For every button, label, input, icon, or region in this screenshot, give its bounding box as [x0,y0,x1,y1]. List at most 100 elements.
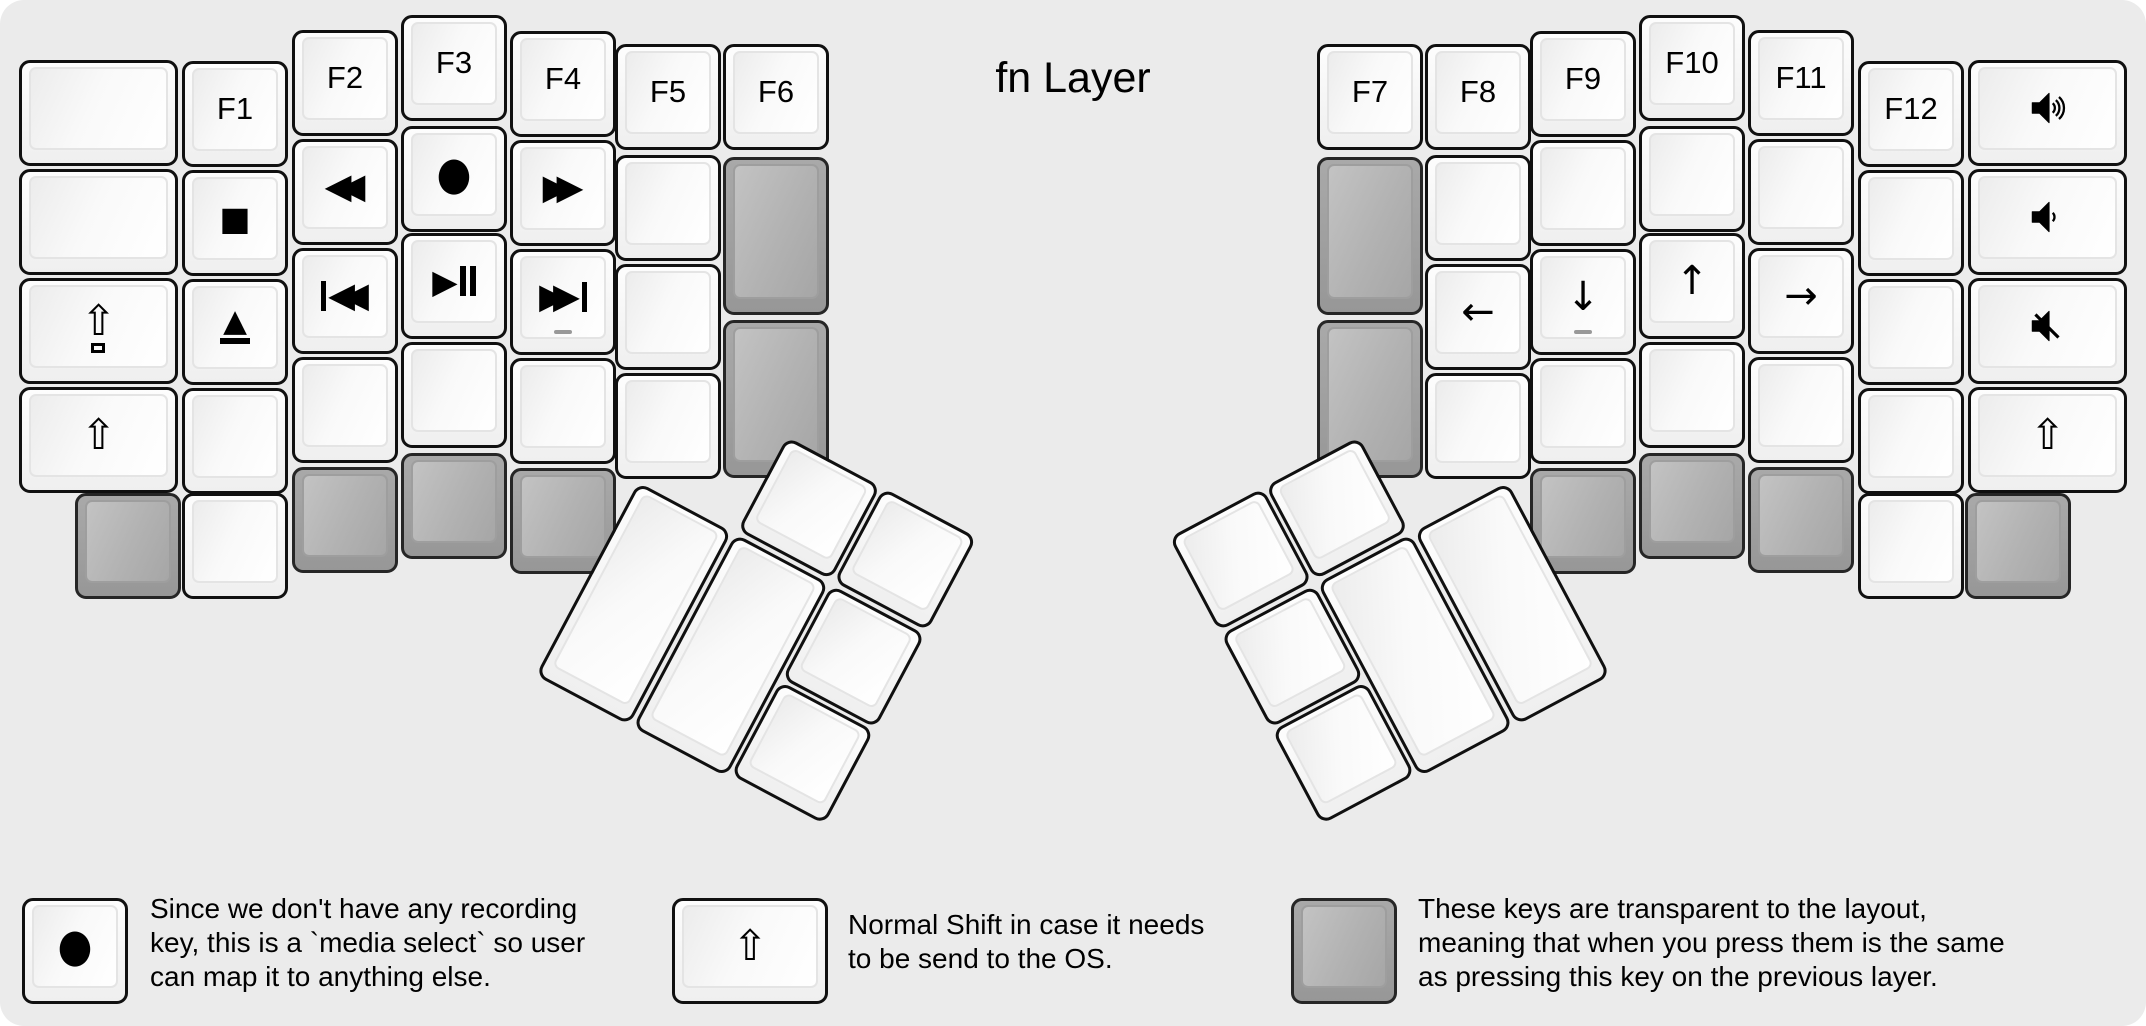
key-transparent[interactable] [1530,468,1636,574]
key-blank[interactable] [1858,170,1964,276]
key-rewind[interactable]: ◀◀ [292,139,398,245]
key-volume-up[interactable] [1968,60,2127,166]
keycap-content: ⇧ [1971,390,2124,480]
keycap-content: ● [25,901,125,991]
key-f11[interactable]: F11 [1748,30,1854,136]
key-eject[interactable]: ▲ [182,279,288,385]
key-f4[interactable]: F4 [510,31,616,137]
keycap-top [1540,256,1626,339]
key-blank[interactable] [19,60,178,166]
key-transparent[interactable] [723,157,829,315]
key-arrow-left[interactable]: ← [1425,264,1531,370]
keycap-content: ⇧ [22,390,175,480]
key-blank[interactable] [510,358,616,464]
key-f6[interactable]: F6 [723,44,829,150]
key-f7[interactable]: F7 [1317,44,1423,150]
keycap-content: ◀◀ [295,142,395,232]
keycap-top [302,37,388,120]
key-f5[interactable]: F5 [615,44,721,150]
key-record[interactable]: ● [401,126,507,232]
key-blank[interactable] [1748,357,1854,463]
key-transparent[interactable] [1639,453,1745,559]
key-shift-right[interactable]: ⇧ [1968,387,2127,493]
keycap-top [753,447,869,562]
keycap-top [29,67,168,150]
key-blank[interactable] [292,357,398,463]
keycap-top [1277,447,1393,562]
key-blank[interactable] [1425,155,1531,261]
keycap-top [1181,498,1297,613]
keycap-top [1978,394,2117,477]
key-transparent[interactable] [510,468,616,574]
key-blank[interactable] [1530,358,1636,464]
key-transparent[interactable] [75,493,181,599]
key-blank[interactable] [1748,139,1854,245]
key-arrow-up[interactable]: ↑ [1639,233,1745,339]
key-stop[interactable]: ■ [182,170,288,276]
key-prev-track[interactable]: ◀◀ [292,248,398,354]
key-blank[interactable] [615,373,721,479]
key-arrow-right[interactable]: → [1748,248,1854,354]
keycap-top [1327,327,1413,462]
legend-key-shift: ⇧ [672,898,828,1004]
key-label: F12 [1884,91,1938,126]
keycap-top [29,394,168,477]
keycap-top [1868,500,1954,583]
keycap-content: ◀◀ [295,251,395,341]
key-transparent[interactable] [1748,467,1854,573]
key-blank[interactable] [19,169,178,275]
key-blank[interactable] [615,264,721,370]
key-f2[interactable]: F2 [292,30,398,136]
key-transparent[interactable] [1965,493,2071,599]
key-shift-left[interactable]: ⇧ [19,387,178,493]
key-blank[interactable] [182,388,288,494]
homing-bump [554,330,572,334]
key-blank[interactable] [1858,279,1964,385]
key-blank[interactable] [182,493,288,599]
key-blank[interactable] [401,342,507,448]
key-label: F4 [544,61,582,96]
key-mute[interactable] [1968,278,2127,384]
key-f1[interactable]: F1 [182,61,288,167]
key-f10[interactable]: F10 [1639,15,1745,121]
keycap-top [192,500,278,583]
key-blank[interactable] [1858,493,1964,599]
keycap-top [1975,500,2061,583]
key-next-track[interactable]: ▶▶ [510,249,616,355]
legend-text-shift: Normal Shift in case it needs to be send… [848,909,1205,974]
key-caps-lock[interactable]: ⇧ [19,278,178,384]
key-blank[interactable] [1639,126,1745,232]
keycap-top [625,271,711,354]
keycap-top [302,474,388,557]
key-play-pause[interactable]: ▶ [401,233,507,339]
keycap-content: ← [1428,267,1528,357]
key-f3[interactable]: F3 [401,15,507,121]
key-blank[interactable] [1858,388,1964,494]
keycap-content: F11 [1751,33,1851,123]
keycap-content: ▶▶ [513,252,613,342]
layer-title: fn Layer [995,54,1151,102]
key-f12[interactable]: F12 [1858,61,1964,167]
key-blank[interactable] [615,155,721,261]
key-transparent[interactable] [292,467,398,573]
key-f8[interactable]: F8 [1425,44,1531,150]
key-transparent[interactable] [1317,320,1423,478]
key-label: F1 [216,91,254,126]
keycap-top [1649,240,1735,323]
key-transparent[interactable] [401,453,507,559]
keycap-top [411,349,497,432]
arrow-left-icon: ← [1461,289,1495,335]
key-fast-forward[interactable]: ▶▶ [510,140,616,246]
shift-icon: ⇧ [80,410,117,459]
key-volume-down[interactable] [1968,169,2127,275]
key-arrow-down[interactable]: ↓ [1530,249,1636,355]
keycap-top [733,51,819,134]
key-blank[interactable] [1530,140,1636,246]
key-blank[interactable] [1639,342,1745,448]
fast-forward-icon: ▶▶ [542,167,584,208]
keycap-content: ■ [185,173,285,263]
key-blank[interactable] [1425,373,1531,479]
keycap-top [849,498,965,613]
key-transparent[interactable] [1317,157,1423,315]
key-f9[interactable]: F9 [1530,31,1636,137]
